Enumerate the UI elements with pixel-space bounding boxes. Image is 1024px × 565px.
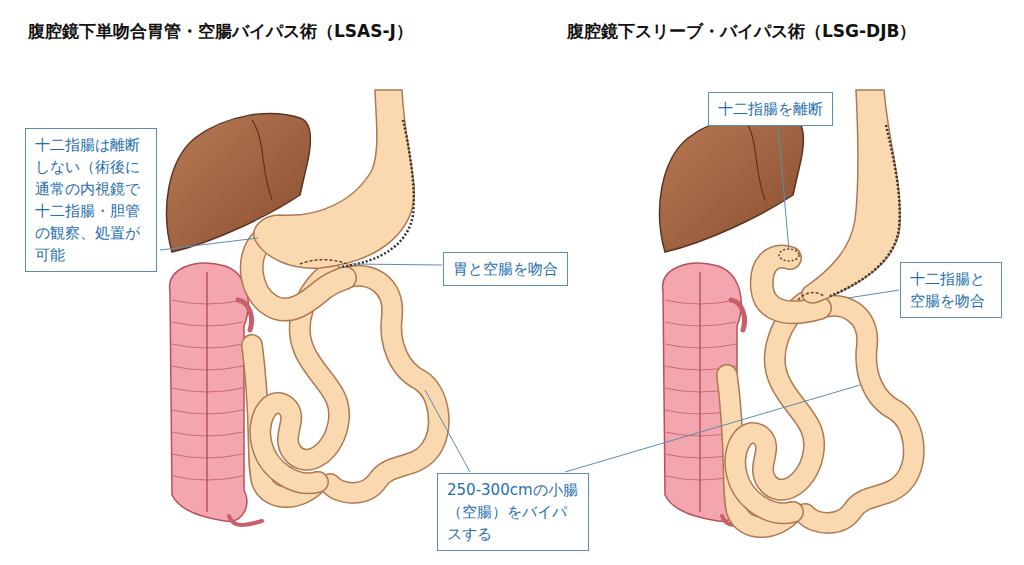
callout-box: 胃と空腸を吻合 [443,252,568,286]
callout-box: 十二指腸を離断 [708,92,833,126]
callout-text: 十二指腸は離断 しない（術後に 通常の内視鏡で 十二指腸・胆管 の観察、処置が … [35,134,147,266]
callout-text: 胃と空腸を吻合 [453,258,558,280]
procedure-title: 腹腔鏡下単吻合胃管・空腸バイパス術（LSAS-J） [28,20,413,43]
callout-box: 十二指腸は離断 しない（術後に 通常の内視鏡で 十二指腸・胆管 の観察、処置が … [25,128,157,272]
procedure-title: 腹腔鏡下スリーブ・バイパス術（LSG-DJB） [567,20,916,43]
callout-text: 250-300cmの小腸 （空腸）をバイパ スする [447,479,579,545]
callout-box: 十二指腸と 空腸を吻合 [900,262,1002,318]
callout-text: 十二指腸を離断 [718,98,823,120]
callout-text: 十二指腸と 空腸を吻合 [910,268,992,312]
callout-box: 250-300cmの小腸 （空腸）をバイパ スする [437,473,589,551]
